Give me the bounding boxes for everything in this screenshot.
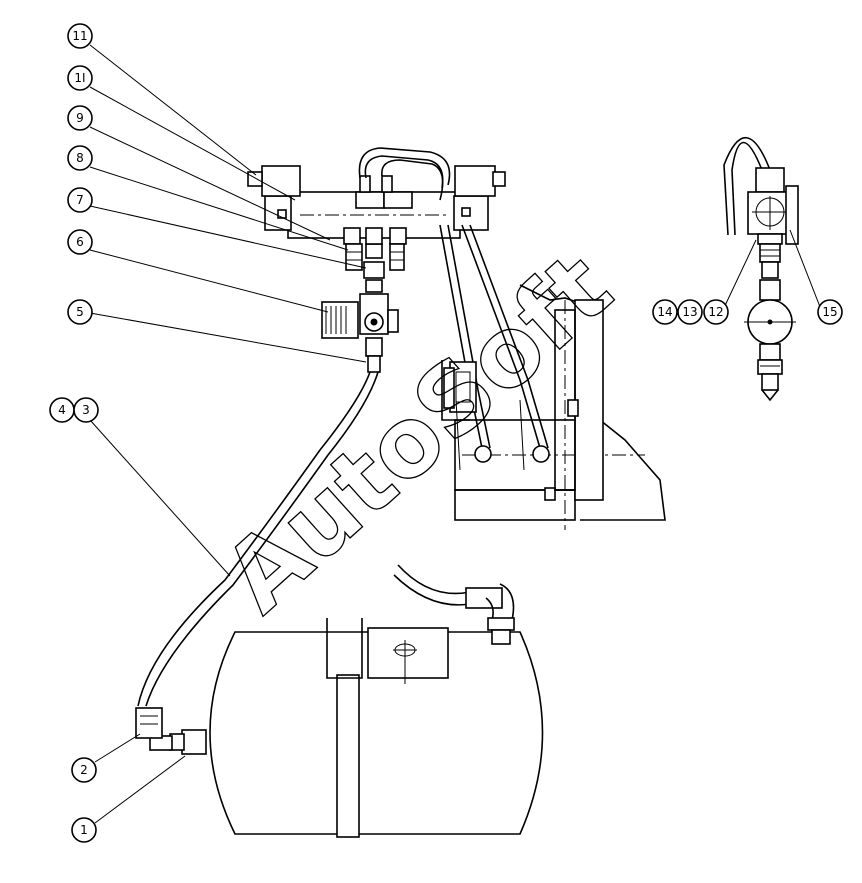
svg-text:4: 4 xyxy=(58,403,66,417)
callout-14: 14 xyxy=(652,299,678,325)
solenoid-valve xyxy=(247,165,506,271)
callout-2: 2 xyxy=(71,757,97,783)
svg-text:1I: 1I xyxy=(74,71,85,85)
svg-text:5: 5 xyxy=(76,305,84,319)
svg-text:13: 13 xyxy=(682,305,697,319)
svg-text:7: 7 xyxy=(76,193,84,207)
callout-5: 5 xyxy=(67,299,93,325)
callout-9: 9 xyxy=(67,105,93,131)
svg-text:12: 12 xyxy=(708,305,723,319)
svg-text:2: 2 xyxy=(80,763,88,777)
callout-4: 4 xyxy=(49,397,75,423)
svg-text:3: 3 xyxy=(82,403,90,417)
cylinder-mount xyxy=(441,284,666,530)
svg-text:9: 9 xyxy=(76,111,84,125)
tank-top-elbow xyxy=(393,564,515,645)
leader-lines xyxy=(89,44,823,824)
svg-text:1: 1 xyxy=(80,823,88,837)
watermark-text: AutoSoft xyxy=(203,231,633,634)
callout-8: 8 xyxy=(67,145,93,171)
callout-12: 12 xyxy=(703,299,729,325)
air-tank xyxy=(135,618,544,838)
svg-text:14: 14 xyxy=(657,305,672,319)
callout-15: 15 xyxy=(817,299,843,325)
callout-3: 3 xyxy=(73,397,99,423)
filter-regulator xyxy=(321,243,399,373)
air-hose xyxy=(137,371,379,707)
detail-view xyxy=(723,136,799,402)
svg-text:15: 15 xyxy=(822,305,837,319)
callout-11b: 1I xyxy=(67,65,93,91)
svg-text:8: 8 xyxy=(76,151,84,165)
callout-11a: 11 xyxy=(67,23,93,49)
svg-text:6: 6 xyxy=(76,235,84,249)
callout-7: 7 xyxy=(67,187,93,213)
callout-1: 1 xyxy=(71,817,97,843)
valve-tubes xyxy=(358,147,549,449)
svg-text:11: 11 xyxy=(72,29,87,43)
callout-13: 13 xyxy=(677,299,703,325)
callout-6: 6 xyxy=(67,229,93,255)
